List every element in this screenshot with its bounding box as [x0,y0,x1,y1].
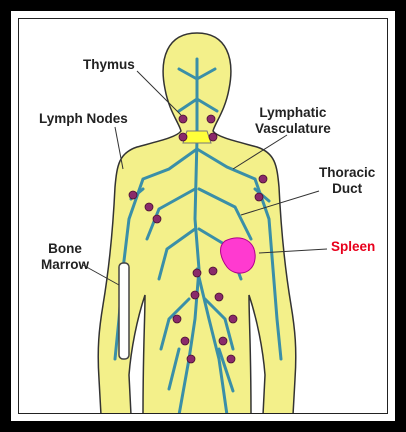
label-thymus: Thymus [83,57,135,73]
label-lymph-nodes: Lymph Nodes [39,111,128,127]
label-lymphatic-vasculature: Lymphatic Vasculature [255,105,331,137]
label-bone-marrow: Bone Marrow [41,241,89,273]
label-spleen: Spleen [331,239,375,255]
diagram-panel: Thymus Lymph Nodes Lymphatic Vasculature… [18,18,388,414]
bone-marrow-femur [119,263,129,359]
label-thoracic-duct: Thoracic Duct [319,165,375,197]
lymphatic-system-diagram [19,19,388,414]
